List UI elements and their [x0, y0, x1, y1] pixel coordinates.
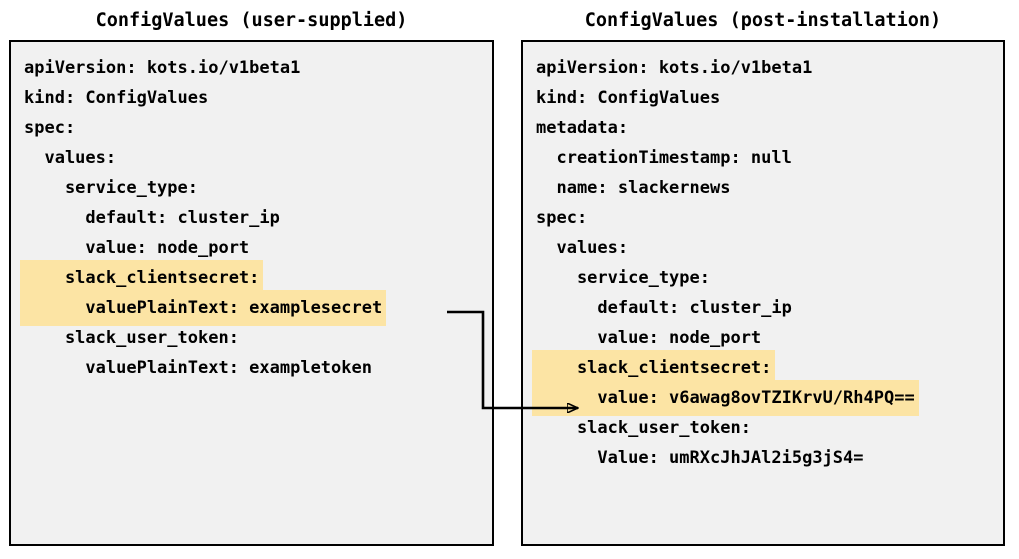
right-config-panel: apiVersion: kots.io/v1beta1 kind: ConfigV… — [521, 40, 1005, 546]
code-line: Value: umRXcJhJAl2i5g3jS4= — [523, 443, 1003, 473]
code-line: values: — [523, 233, 1003, 263]
code-line-text: default: cluster_ip — [24, 208, 280, 228]
code-line: values: — [11, 143, 492, 173]
code-line: spec: — [523, 203, 1003, 233]
right-panel-title: ConfigValues (post-installation) — [584, 10, 942, 31]
code-line: slack_clientsecret: — [523, 353, 1003, 383]
code-line: value: v6awag8ovTZIKrvU/Rh4PQ== — [523, 383, 1003, 413]
code-line: metadata: — [523, 113, 1003, 143]
code-line: value: node_port — [523, 323, 1003, 353]
code-line: slack_user_token: — [11, 323, 492, 353]
code-line: value: node_port — [11, 233, 492, 263]
code-line-text: slack_clientsecret: — [23, 263, 261, 293]
code-line: default: cluster_ip — [11, 203, 492, 233]
left-config-panel: apiVersion: kots.io/v1beta1 kind: ConfigV… — [9, 40, 494, 546]
code-line-text: values: — [536, 238, 629, 258]
code-line: valuePlainText: examplesecret — [11, 293, 492, 323]
code-line: name: slackernews — [523, 173, 1003, 203]
code-line: creationTimestamp: null — [523, 143, 1003, 173]
code-line: service_type: — [11, 173, 492, 203]
code-line: slack_clientsecret: — [11, 263, 492, 293]
code-line-text: apiVersion: kots.io/v1beta1 — [536, 58, 813, 78]
left-panel-title: ConfigValues (user-supplied) — [95, 10, 408, 31]
code-line: slack_user_token: — [523, 413, 1003, 443]
code-line: spec: — [11, 113, 492, 143]
code-line-text: metadata: — [536, 118, 629, 138]
code-line-text: kind: ConfigValues — [536, 88, 721, 108]
code-line-text: spec: — [24, 118, 76, 138]
code-line-text: slack_clientsecret: — [535, 353, 773, 383]
left-yaml-code-block: apiVersion: kots.io/v1beta1 kind: ConfigV… — [11, 53, 492, 383]
code-line-text: value: node_port — [24, 238, 250, 258]
code-line: default: cluster_ip — [523, 293, 1003, 323]
right-yaml-code-block: apiVersion: kots.io/v1beta1 kind: ConfigV… — [523, 53, 1003, 473]
code-line-text: name: slackernews — [536, 178, 731, 198]
code-line-text: creationTimestamp: null — [536, 148, 792, 168]
code-line-text: default: cluster_ip — [536, 298, 792, 318]
code-line-text: valuePlainText: exampletoken — [24, 358, 372, 378]
code-line: kind: ConfigValues — [11, 83, 492, 113]
code-line-text: value: v6awag8ovTZIKrvU/Rh4PQ== — [535, 383, 916, 413]
code-line-text: slack_user_token: — [536, 418, 751, 438]
code-line-text: service_type: — [536, 268, 710, 288]
code-line-text: Value: umRXcJhJAl2i5g3jS4= — [536, 448, 864, 468]
code-line-text: slack_user_token: — [24, 328, 239, 348]
code-line-text: value: node_port — [536, 328, 762, 348]
code-line-text: values: — [24, 148, 117, 168]
code-line-text: apiVersion: kots.io/v1beta1 — [24, 58, 301, 78]
code-line: apiVersion: kots.io/v1beta1 — [11, 53, 492, 83]
code-line: valuePlainText: exampletoken — [11, 353, 492, 383]
code-line-text: valuePlainText: examplesecret — [23, 293, 384, 323]
code-line-text: kind: ConfigValues — [24, 88, 209, 108]
code-line: apiVersion: kots.io/v1beta1 — [523, 53, 1003, 83]
code-line: service_type: — [523, 263, 1003, 293]
code-line-text: service_type: — [24, 178, 198, 198]
code-line: kind: ConfigValues — [523, 83, 1003, 113]
code-line-text: spec: — [536, 208, 588, 228]
